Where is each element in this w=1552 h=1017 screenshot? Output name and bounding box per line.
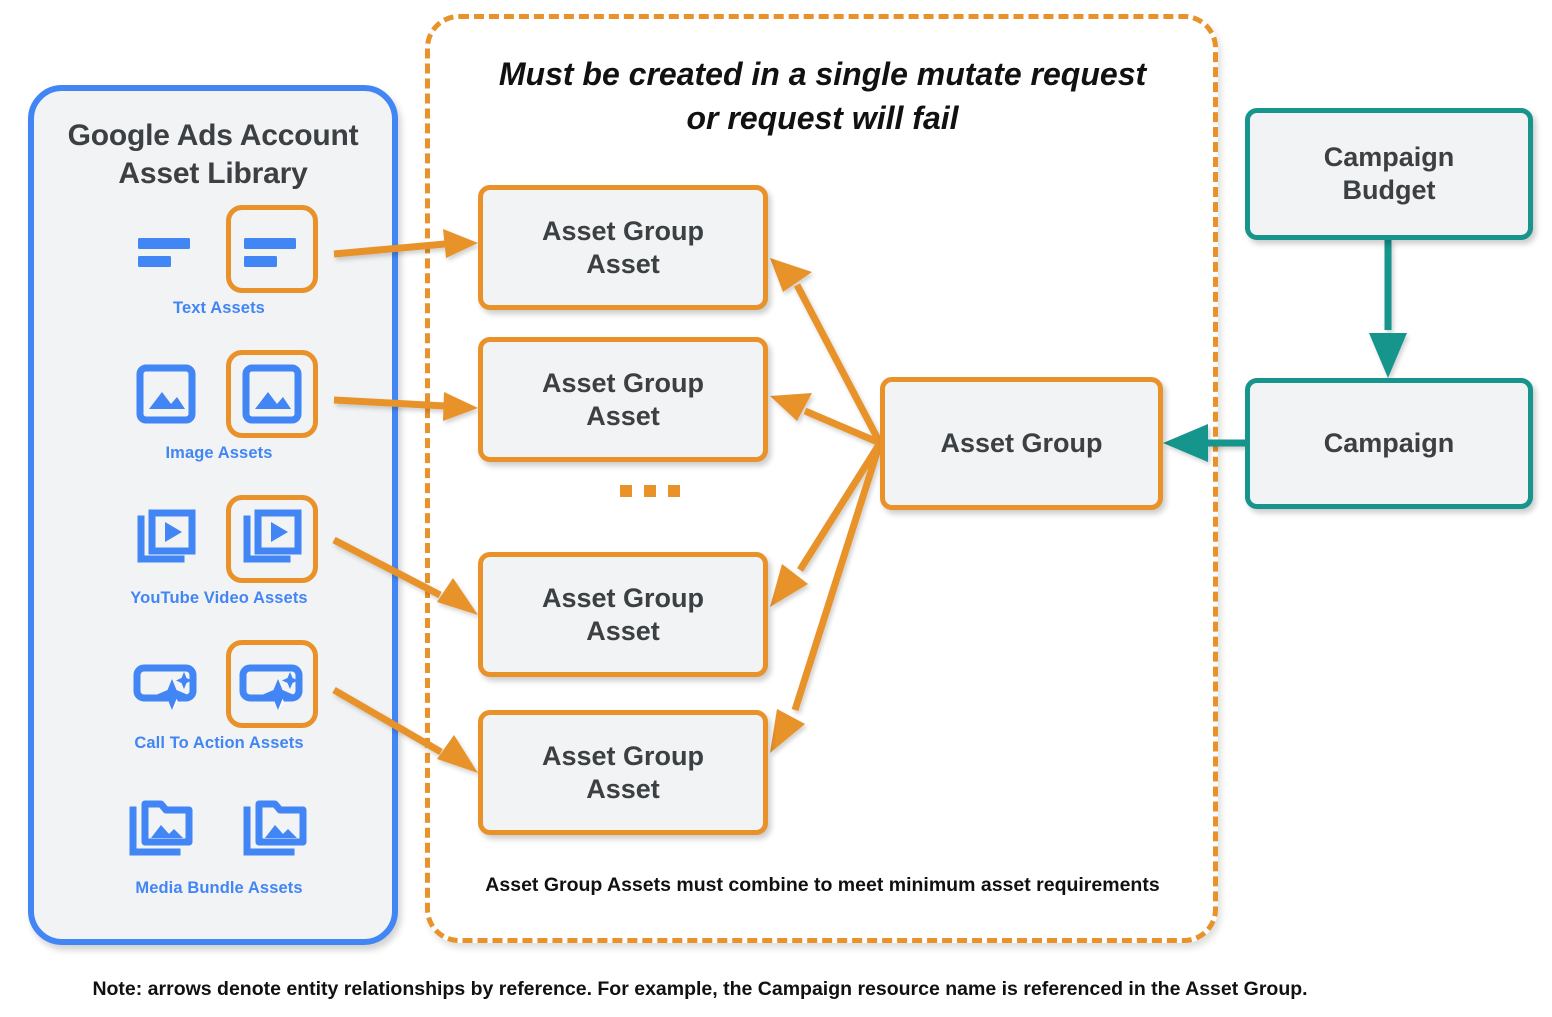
asset-group-asset-3-line1: Asset Group	[541, 582, 705, 613]
image-icon	[120, 350, 212, 438]
library-item-call-to-action-assets[interactable]: Call To Action Assets	[34, 636, 404, 766]
library-item-label-image-assets: Image Assets	[165, 444, 273, 462]
campaign-budget-line2: Budget	[1342, 175, 1436, 205]
asset-group-asset-3-line2: Asset	[586, 615, 660, 646]
text-lines-icon-selected[interactable]	[226, 205, 318, 293]
library-item-youtube-video-assets[interactable]: YouTube Video Assets	[34, 491, 404, 621]
call-to-action-sparkle-icon	[120, 640, 212, 728]
library-item-image-assets[interactable]: Image Assets	[34, 346, 404, 476]
asset-library-title-line2: Asset Library	[118, 157, 308, 191]
asset-group-asset-1-line1: Asset Group	[541, 215, 705, 246]
asset-group-asset-2-line1: Asset Group	[541, 367, 705, 398]
campaign-box[interactable]: Campaign	[1245, 378, 1533, 509]
asset-group-asset-box-4[interactable]: Asset Group Asset	[478, 710, 768, 835]
image-icon-selected[interactable]	[226, 350, 318, 438]
asset-group-asset-box-1[interactable]: Asset Group Asset	[478, 185, 768, 310]
text-lines-icon	[120, 205, 212, 293]
library-item-label-text-assets: Text Assets	[173, 299, 265, 317]
library-item-media-bundle-assets[interactable]: Media Bundle Assets	[34, 781, 404, 911]
campaign-budget-line1: Campaign	[1323, 142, 1455, 173]
call-to-action-sparkle-icon-selected[interactable]	[226, 640, 318, 728]
arrow-campaign-budget-to-campaign	[1369, 240, 1407, 378]
asset-group-label: Asset Group	[940, 428, 1103, 459]
asset-group-asset-box-2[interactable]: Asset Group Asset	[478, 337, 768, 462]
image-assets-icon-group	[34, 346, 404, 442]
library-item-text-assets[interactable]: Text Assets	[34, 201, 404, 331]
campaign-budget-box[interactable]: Campaign Budget	[1245, 108, 1533, 240]
library-item-label-media-bundle-assets: Media Bundle Assets	[135, 879, 303, 897]
library-item-label-call-to-action-assets: Call To Action Assets	[134, 734, 304, 752]
asset-library-title: Google Ads Account Asset Library	[34, 117, 392, 194]
mutate-heading-line1: Must be created in a single mutate reque…	[498, 56, 1147, 92]
campaign-label: Campaign	[1323, 428, 1455, 459]
asset-group-asset-box-3[interactable]: Asset Group Asset	[478, 552, 768, 677]
cta-assets-icon-group	[34, 636, 404, 732]
ellipsis-dot-1	[620, 485, 632, 497]
asset-group-asset-2-line2: Asset	[586, 400, 660, 431]
diagram-note: Note: arrows denote entity relationships…	[92, 978, 1308, 1000]
mutate-heading-line2: or request will fail	[686, 100, 959, 137]
mutate-request-heading: Must be created in a single mutate reque…	[435, 52, 1210, 140]
media-bundle-folder-icon	[116, 785, 208, 873]
media-bundle-folder-icon-2	[230, 785, 322, 873]
asset-library-panel: Google Ads Account Asset Library	[28, 85, 398, 945]
asset-group-box[interactable]: Asset Group	[880, 377, 1163, 510]
ellipsis-dot-3	[668, 485, 680, 497]
ellipsis-dot-2	[644, 485, 656, 497]
video-assets-icon-group	[34, 491, 404, 587]
video-stack-icon	[120, 495, 212, 583]
asset-group-asset-4-line2: Asset	[586, 773, 660, 804]
media-bundle-icon-group	[34, 781, 404, 877]
library-item-label-youtube-video-assets: YouTube Video Assets	[130, 589, 308, 607]
asset-group-asset-ellipsis	[620, 485, 680, 497]
asset-group-asset-4-line1: Asset Group	[541, 740, 705, 771]
mutate-region-footnote: Asset Group Assets must combine to meet …	[485, 874, 1160, 896]
asset-group-asset-1-line2: Asset	[586, 248, 660, 279]
asset-library-title-line1: Google Ads Account	[67, 119, 359, 152]
text-assets-icon-group	[34, 201, 404, 297]
video-stack-icon-selected[interactable]	[226, 495, 318, 583]
